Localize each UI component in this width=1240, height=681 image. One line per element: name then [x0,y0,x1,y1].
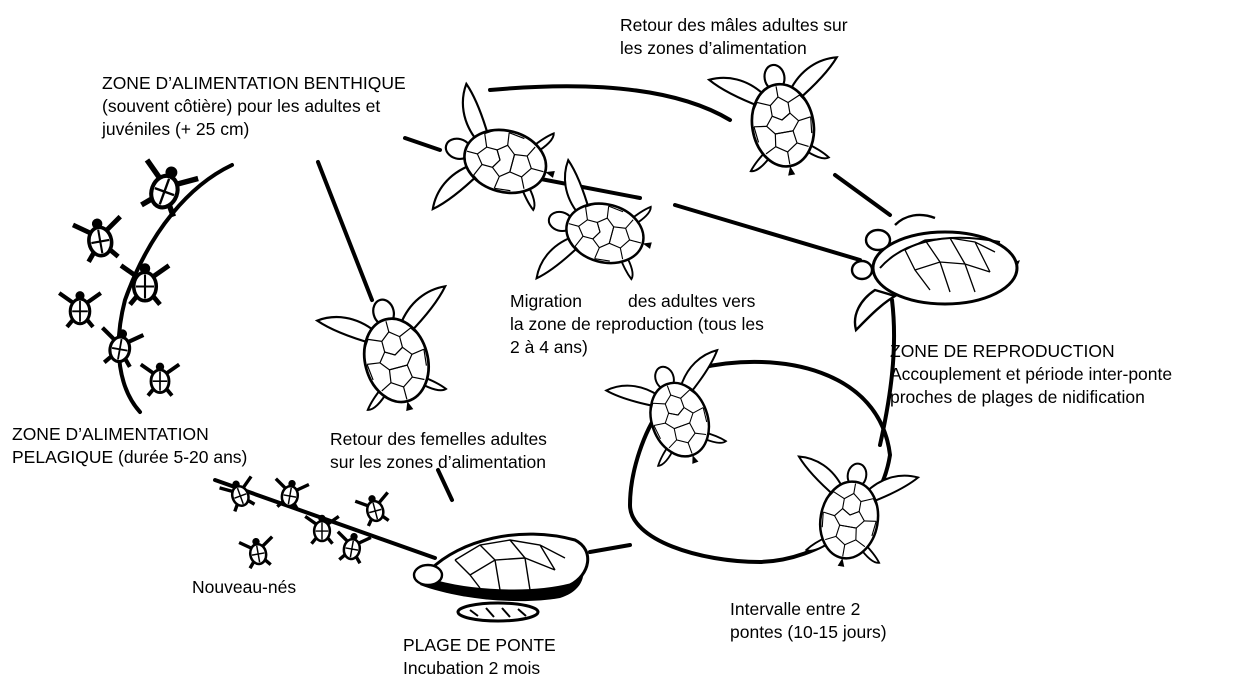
pelagic-feeding-zone-label: ZONE D’ALIMENTATION PELAGIQUE (durée 5-2… [12,423,247,469]
benthic-to-migration-dash [405,138,440,150]
juvenile-turtle-icon [132,158,199,221]
juvenile-turtle-icon [97,326,144,368]
hatchling-turtle-icon [305,515,339,544]
internesting-turtle-upper-icon [605,347,751,483]
mating-turtles-icon [852,215,1018,330]
juvenile-turtle-icon [121,263,169,304]
juvenile-turtle-icon [59,291,101,327]
females-return-arrow [318,162,372,300]
males-return-arrow [490,86,730,120]
migrating-turtle-upper-icon [429,83,570,237]
males-to-reproduction-arrow [835,175,890,215]
hatchling-turtle-icon [355,491,395,528]
juvenile-turtle-icon [73,214,127,263]
males-return-label: Retour des mâles adultes sur les zones d… [620,14,848,60]
nesting-turtle-icon [414,534,588,621]
females-return-label: Retour des femelles adultes sur les zone… [330,428,547,474]
beach-to-internesting-line [590,545,630,552]
internesting-interval-label: Intervalle entre 2 pontes (10-15 jours) [730,598,887,644]
hatchlings-group [59,158,395,570]
hatchlings-label: Nouveau-nés [192,576,296,599]
hatchling-turtle-icon [271,477,309,511]
nesting-beach-label: PLAGE DE PONTE Incubation 2 mois [403,634,556,680]
hatchling-turtle-icon [239,535,277,569]
migration-arrow-lower [675,205,860,260]
reproduction-zone-label: ZONE DE REPRODUCTION Accouplement et pér… [890,340,1172,409]
internesting-turtle-lower-icon [781,453,918,577]
females-return-arrow-lower [438,470,452,500]
juvenile-turtle-icon [141,363,179,396]
benthic-feeding-zone-label: ZONE D’ALIMENTATION BENTHIQUE (souvent c… [102,72,406,141]
female-returning-turtle-icon [316,283,473,427]
